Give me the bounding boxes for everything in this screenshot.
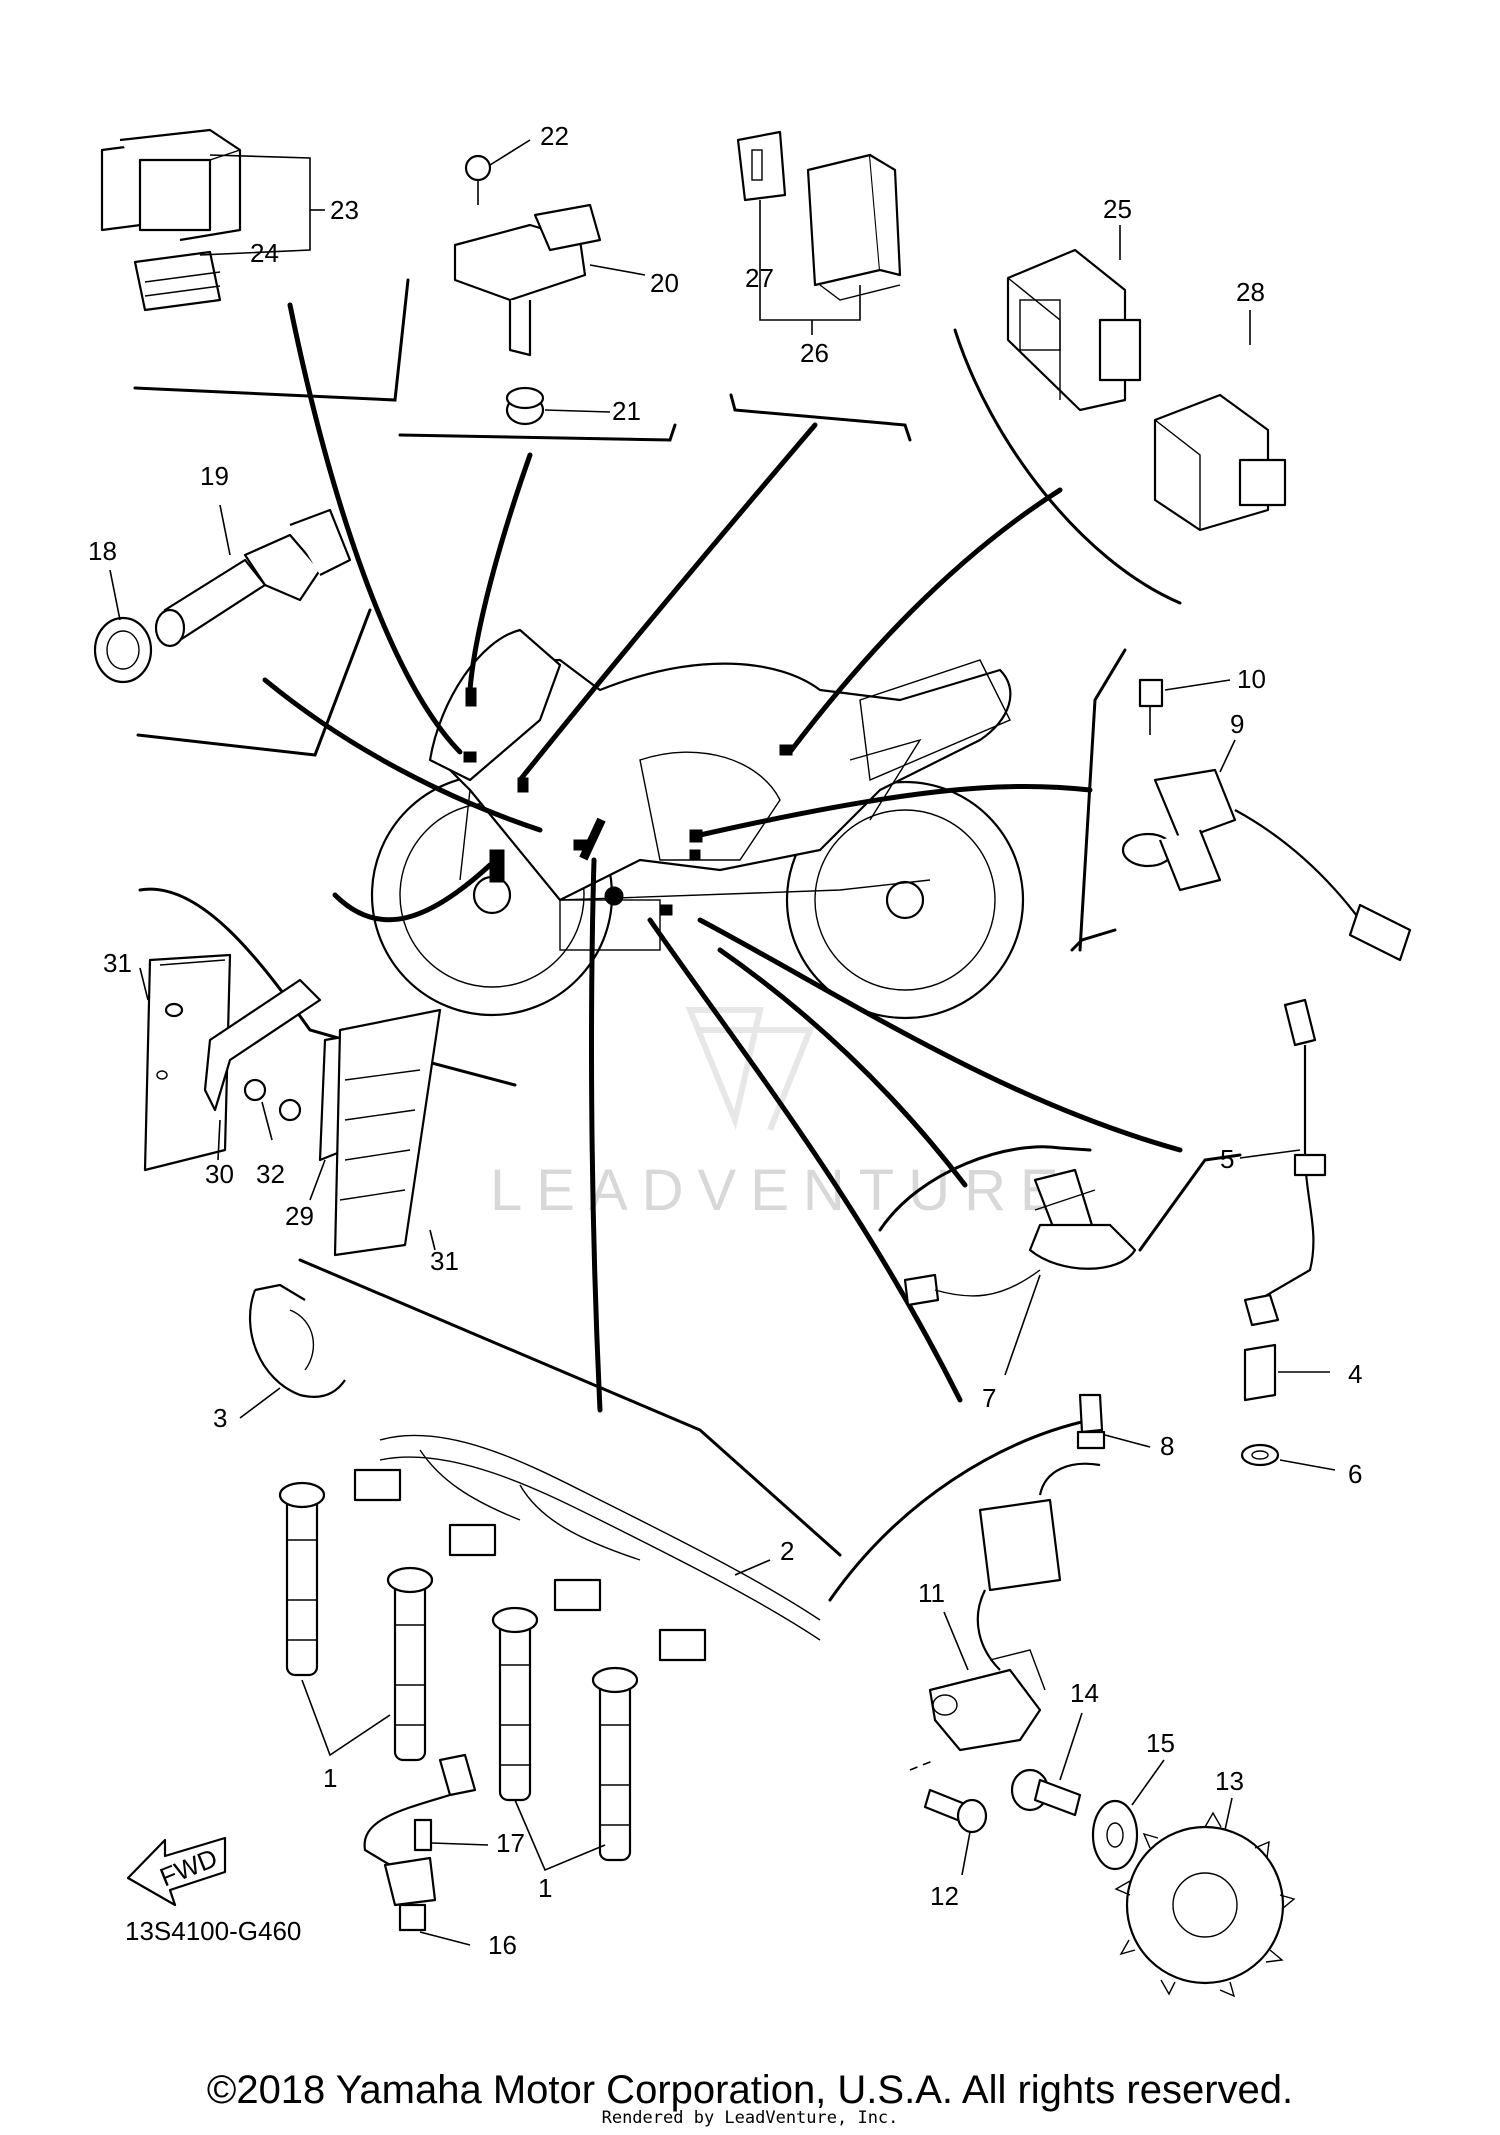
part-12-bolt [923, 1788, 988, 1834]
part-9-10-sensor [1121, 678, 1412, 962]
part-28-relay [1153, 393, 1287, 532]
callout-25-28-leaders [1119, 225, 1251, 345]
part-15-washer [1091, 1799, 1139, 1871]
rendered-by-text: Rendered by LeadVenture, Inc. [601, 2108, 899, 2128]
callout-32: 32 [256, 1159, 285, 1189]
callout-9: 9 [1230, 709, 1244, 739]
part-26-27-relays [736, 130, 902, 301]
callout-23-24-leaders [199, 154, 325, 256]
callout-16: 16 [488, 1930, 517, 1960]
part-1-ignition-coils [278, 1481, 639, 1862]
callout-3-leader [239, 1387, 281, 1419]
copyright-notice: ©2018 Yamaha Motor Corporation, U.S.A. A… [206, 2068, 1294, 2112]
callout-13: 13 [1215, 1766, 1244, 1796]
callout-31-top: 31 [103, 948, 132, 978]
callout-11: 11 [918, 1578, 945, 1608]
callout-12: 12 [930, 1881, 959, 1911]
callout-26-27-leaders [759, 200, 861, 335]
part-7-8-speed-sensor [903, 1168, 1137, 1450]
part-4-6-neutral-switch [1240, 998, 1327, 1467]
callout-18: 18 [88, 536, 117, 566]
callout-1-2-leaders [301, 1559, 771, 1872]
callout-14: 14 [1070, 1678, 1099, 1708]
part-18-19-temp-sensor [93, 508, 352, 684]
callout-25: 25 [1103, 194, 1132, 224]
part-14-bolt [1010, 1768, 1082, 1817]
part-20-21-22-map-sensor [453, 154, 602, 426]
callout-31-bottom: 31 [430, 1246, 459, 1276]
fwd-arrow-icon: FWD [126, 1836, 227, 1907]
callout-22: 22 [540, 121, 569, 151]
callout-8: 8 [1160, 1431, 1174, 1461]
callout-28: 28 [1236, 277, 1265, 307]
part-29-32-reflectors [143, 953, 442, 1257]
callout-7: 7 [982, 1383, 996, 1413]
callout-3: 3 [213, 1403, 227, 1433]
diagram-code: 13S4100-G460 [125, 1916, 301, 1946]
callout-10: 10 [1237, 664, 1266, 694]
callout-30: 30 [205, 1159, 234, 1189]
part-13-rotor [1114, 1811, 1296, 1998]
part-16-17-cam-sensor [363, 1753, 477, 1932]
callout-20-22-leaders [489, 139, 646, 413]
callout-21: 21 [612, 396, 641, 426]
callout-15: 15 [1146, 1728, 1175, 1758]
callout-6: 6 [1348, 1459, 1362, 1489]
callout-7-8-leaders [1004, 1274, 1151, 1448]
callout-26: 26 [800, 338, 829, 368]
motorcycle-illustration [370, 628, 1025, 1020]
callout-16-17-leaders [419, 1842, 489, 1946]
callout-5: 5 [1220, 1144, 1234, 1174]
watermark-text: LEADVENTURE [490, 1158, 1073, 1223]
callout-20: 20 [650, 268, 679, 298]
callout-11-15-leaders [909, 1611, 1233, 1876]
callout-19: 19 [200, 461, 229, 491]
watermark-logo [685, 1007, 815, 1132]
callout-29-32-leaders [139, 967, 436, 1251]
callout-23: 23 [330, 195, 359, 225]
callout-1-left: 1 [323, 1763, 337, 1793]
part-3-band [248, 1283, 346, 1398]
part-11-pickup-coil [928, 1462, 1101, 1752]
callout-9-10-leaders [1164, 679, 1236, 773]
callout-1-right: 1 [538, 1873, 552, 1903]
callout-4: 4 [1348, 1359, 1362, 1389]
callout-2: 2 [780, 1536, 794, 1566]
callout-29: 29 [285, 1201, 314, 1231]
part-23-24-connectors [100, 128, 242, 312]
callout-24: 24 [250, 238, 279, 268]
part-2-wire-harness [353, 1434, 821, 1662]
group-leaders [262, 302, 1183, 1413]
callout-18-19-leaders [109, 504, 231, 621]
callout-27: 27 [745, 263, 774, 293]
callout-4-6-leaders [1239, 1149, 1336, 1471]
group-brackets [133, 278, 1242, 1602]
callout-17: 17 [496, 1828, 525, 1858]
part-25-ecu [1006, 248, 1142, 412]
